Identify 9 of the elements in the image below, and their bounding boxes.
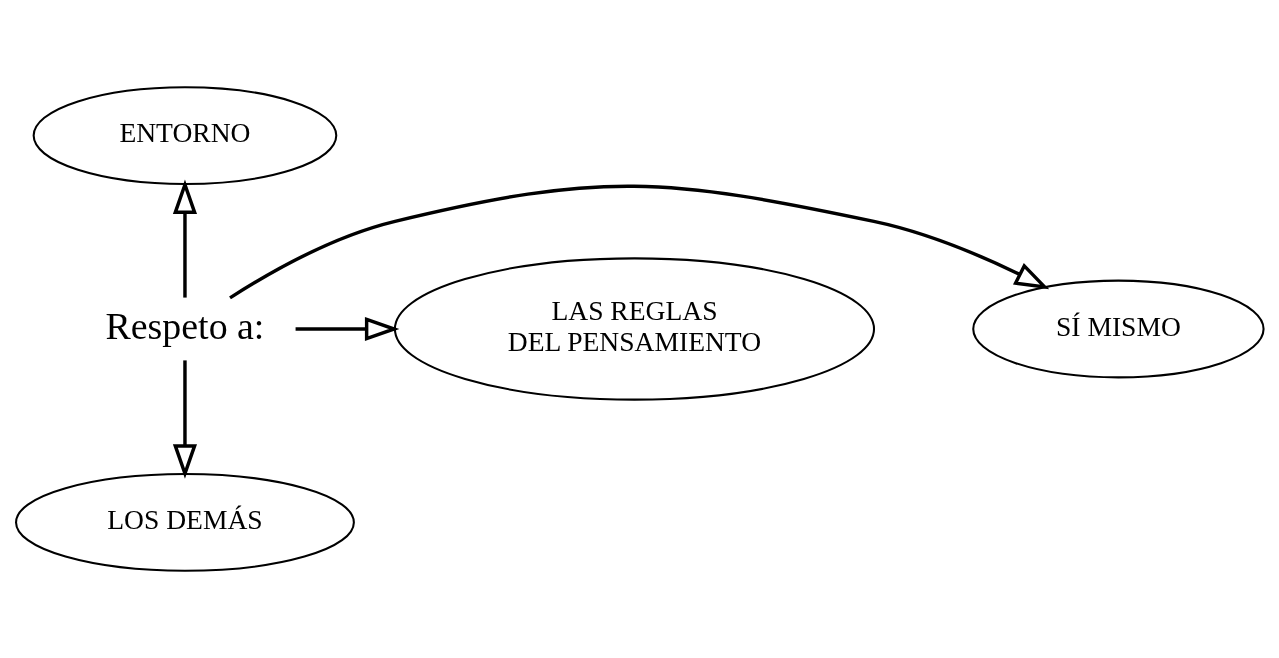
node-text: Respeto a:	[105, 304, 265, 347]
arrow	[172, 179, 198, 298]
arrow	[172, 360, 198, 479]
arrow	[229, 184, 1050, 300]
node-ellipse: SÍ MISMO	[972, 279, 1265, 379]
node-ellipse: LOS DEMÁS	[15, 473, 355, 572]
node-ellipse: LAS REGLAS DEL PENSAMIENTO	[393, 257, 876, 401]
arrow	[295, 316, 400, 342]
node-ellipse: ENTORNO	[32, 86, 338, 185]
